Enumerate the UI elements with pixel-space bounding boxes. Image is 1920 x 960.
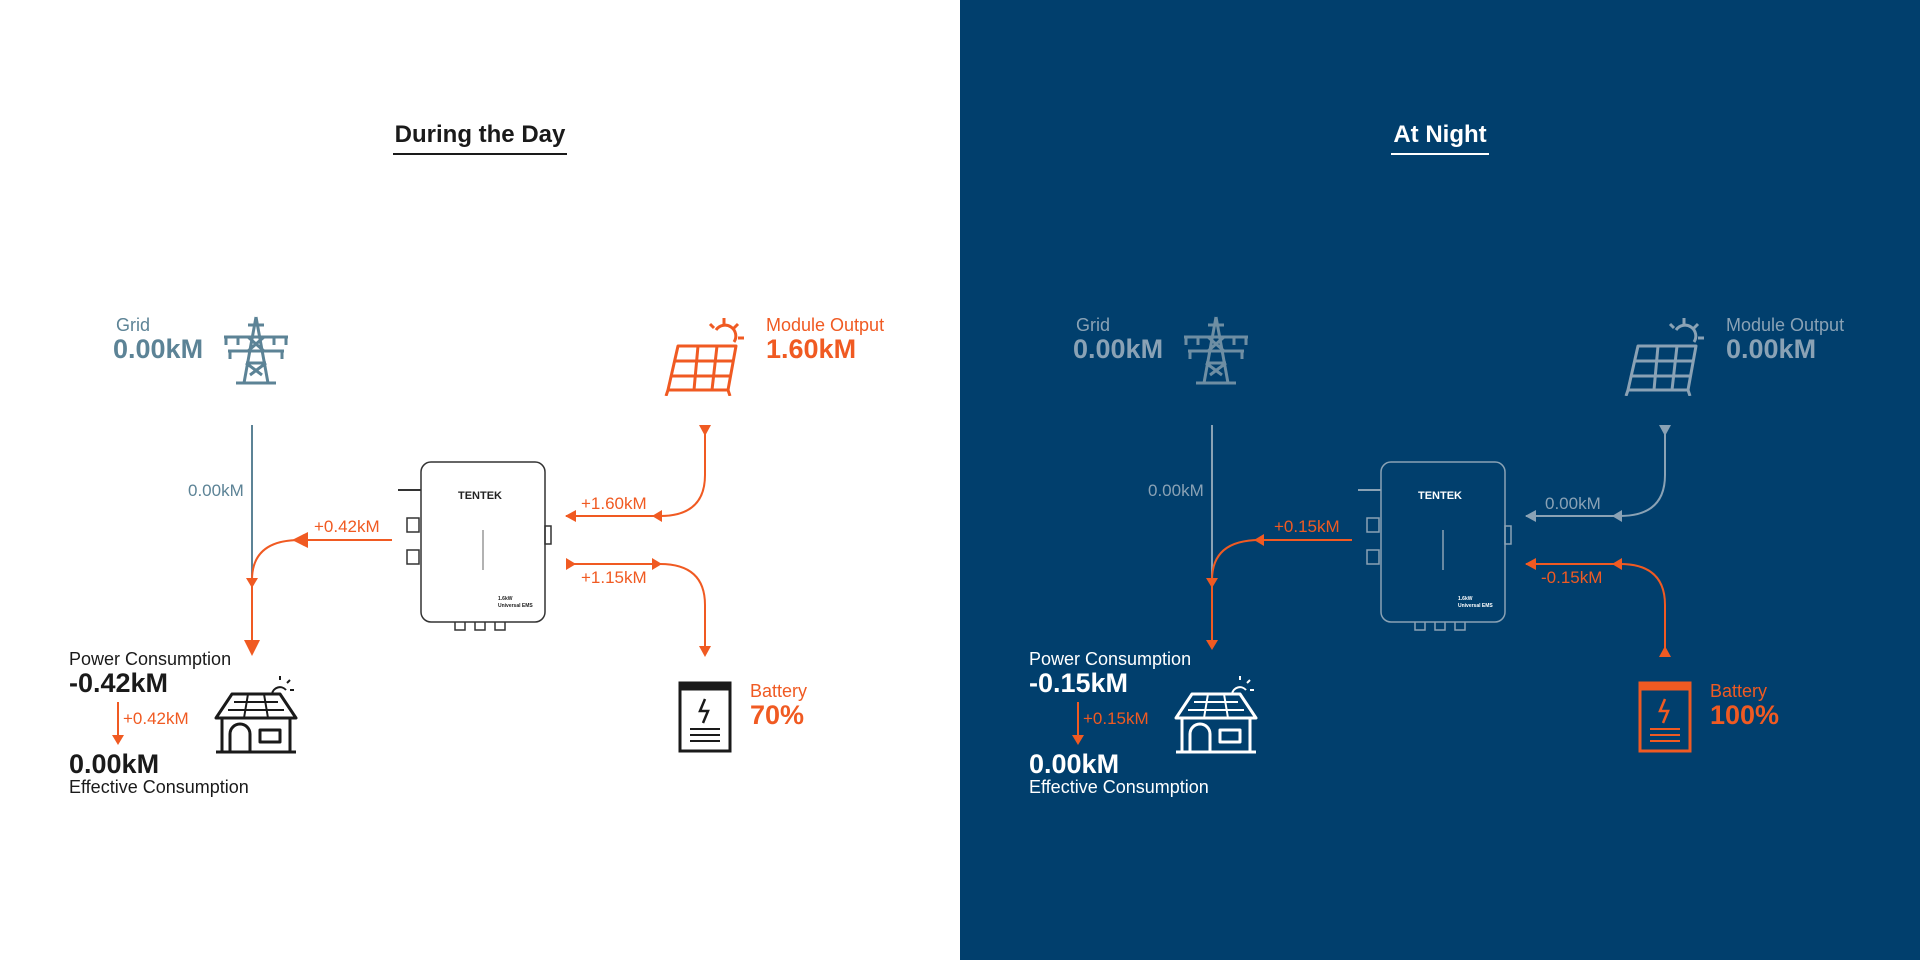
module-value: 1.60kM (766, 334, 857, 364)
module-label: Module Output (1726, 315, 1845, 335)
solar-panel-icon (664, 318, 744, 396)
house-icon (1174, 676, 1258, 754)
grid-flow-label: 0.00kM (1148, 481, 1204, 500)
device-model: 1.6kW (498, 596, 513, 602)
night-panel: At Night Grid 0.00kM (960, 0, 1920, 960)
device-brand: TENTEK (458, 490, 502, 502)
battery-icon (1638, 681, 1692, 753)
night-flow-lines (1072, 425, 1671, 745)
grid-value: 0.00kM (113, 334, 204, 364)
consumption-flow-label: +0.15kM (1274, 517, 1340, 536)
battery-value: 70% (750, 700, 805, 730)
device-model: 1.6kW (1458, 596, 1473, 602)
device-brand: TENTEK (1418, 490, 1462, 502)
day-flow-lines (112, 425, 711, 745)
battery-value: 100% (1710, 700, 1780, 730)
consumption-label: Power Consumption (69, 649, 232, 669)
pylon-icon (1184, 316, 1248, 385)
consumption-flow-label: +0.42kM (314, 517, 380, 536)
effective-label: Effective Consumption (1029, 777, 1209, 797)
module-label: Module Output (766, 315, 885, 335)
consumption-label: Power Consumption (1029, 649, 1192, 669)
offset-arrow (112, 735, 124, 745)
effective-label: Effective Consumption (69, 777, 249, 797)
consumption-flow-line (251, 539, 392, 648)
day-title: During the Day (0, 121, 960, 155)
controller-device-icon: TENTEK 1.6kW Universal EMS (395, 460, 555, 635)
pylon-icon (224, 316, 288, 385)
grid-label: Grid (1076, 315, 1111, 335)
grid-value: 0.00kM (1073, 334, 1164, 364)
offset-arrow (1072, 735, 1084, 745)
battery-icon (678, 681, 732, 753)
module-value: 0.00kM (1726, 334, 1817, 364)
offset-label: +0.15kM (1083, 709, 1149, 728)
night-title: At Night (960, 121, 1920, 155)
offset-label: +0.42kM (123, 709, 189, 728)
effective-value: 0.00kM (1029, 749, 1120, 779)
device-name: Universal EMS (1458, 603, 1493, 609)
house-icon (214, 676, 298, 754)
battery-label: Battery (1710, 681, 1768, 701)
battery-label: Battery (750, 681, 808, 701)
grid-label: Grid (116, 315, 151, 335)
module-flow-label: +1.60kM (581, 494, 647, 513)
device-name: Universal EMS (498, 603, 533, 609)
solar-panel-icon (1624, 318, 1704, 396)
grid-flow-label: 0.00kM (188, 481, 244, 500)
consumption-value: -0.15kM (1029, 668, 1129, 698)
effective-value: 0.00kM (69, 749, 160, 779)
controller-device-icon: TENTEK 1.6kW Universal EMS (1355, 460, 1515, 635)
day-panel: During the Day Grid 0.00kM (0, 121, 960, 797)
module-flow-label: 0.00kM (1545, 494, 1601, 513)
battery-flow-label: -0.15kM (1541, 568, 1603, 587)
consumption-value: -0.42kM (69, 668, 169, 698)
battery-flow-label: +1.15kM (581, 568, 647, 587)
consumption-flow-line (1211, 539, 1352, 648)
